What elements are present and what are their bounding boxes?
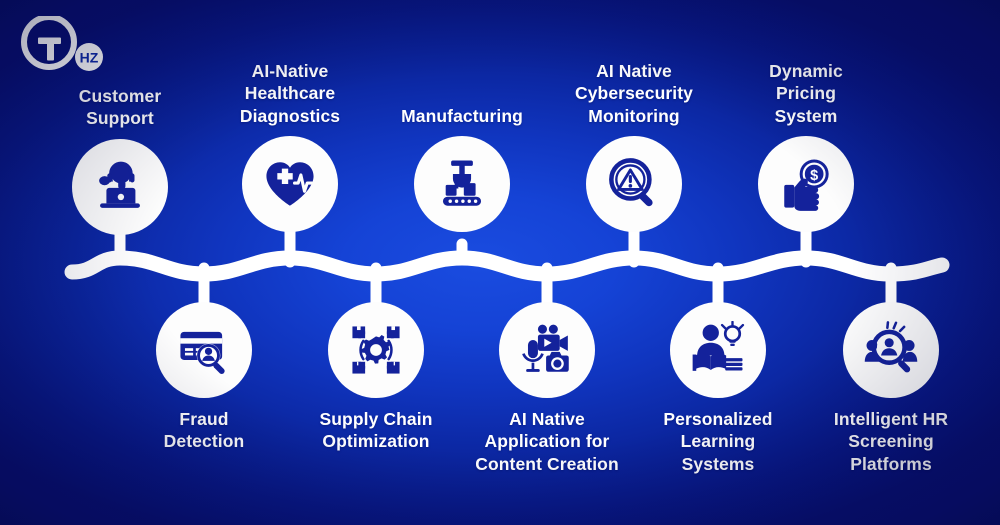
robot-arm-conveyor-icon bbox=[442, 160, 482, 207]
nine-hz-logo-icon: HZ bbox=[21, 14, 103, 71]
node-label: Intelligent HR Screening Platforms bbox=[833, 409, 949, 474]
headset-agent-laptop-icon bbox=[99, 161, 140, 208]
icon-bubble[interactable] bbox=[414, 136, 510, 233]
icon-bubble[interactable] bbox=[586, 136, 682, 233]
svg-text:$: $ bbox=[810, 168, 818, 184]
node-cybersecurity-monitoring[interactable]: AI Native Cybersecurity Monitoring bbox=[534, 60, 734, 233]
hand-dollar-coin-icon: $ bbox=[784, 159, 829, 211]
node-label: Personalized Learning Systems bbox=[663, 409, 773, 474]
node-dynamic-pricing-system[interactable]: Dynamic Pricing System $ bbox=[706, 60, 906, 233]
icon-bubble[interactable] bbox=[328, 302, 424, 398]
node-supply-chain-optimization[interactable]: Supply Chain Optimization bbox=[276, 302, 476, 453]
person-magnifier-icon bbox=[864, 321, 918, 373]
node-personalized-learning-systems[interactable]: Personalized Learning Systems bbox=[618, 302, 818, 475]
node-healthcare-diagnostics[interactable]: AI-Native Healthcare Diagnostics bbox=[190, 60, 390, 233]
video-mic-camera-icon bbox=[522, 324, 569, 372]
node-manufacturing[interactable]: Manufacturing bbox=[362, 105, 562, 233]
node-label: AI Native Cybersecurity Monitoring bbox=[574, 61, 694, 126]
node-label: Supply Chain Optimization bbox=[319, 409, 433, 452]
brand-logo[interactable]: HZ bbox=[16, 14, 112, 74]
icon-bubble[interactable] bbox=[670, 302, 766, 398]
icon-bubble[interactable] bbox=[843, 302, 939, 398]
icon-bubble[interactable] bbox=[72, 138, 168, 235]
node-fraud-detection[interactable]: Fraud Detection bbox=[104, 302, 304, 453]
magnifier-warning-icon bbox=[609, 158, 653, 207]
icon-bubble[interactable] bbox=[499, 302, 595, 398]
node-label: Fraud Detection bbox=[163, 409, 245, 452]
node-content-creation[interactable]: AI Native Application for Content Creati… bbox=[447, 302, 647, 475]
gear-boxes-icon bbox=[352, 326, 400, 374]
node-label: Customer Support bbox=[78, 86, 162, 129]
node-label: Dynamic Pricing System bbox=[769, 61, 843, 126]
heart-pulse-cross-icon bbox=[266, 162, 314, 206]
node-hr-screening-platforms[interactable]: Intelligent HR Screening Platforms bbox=[791, 302, 991, 475]
credit-card-magnifier-icon bbox=[180, 331, 225, 374]
svg-text:HZ: HZ bbox=[80, 50, 99, 66]
node-label: Manufacturing bbox=[401, 106, 523, 126]
icon-bubble[interactable] bbox=[156, 302, 252, 398]
node-label: AI Native Application for Content Creati… bbox=[475, 409, 619, 474]
reader-book-bulb-icon bbox=[692, 321, 745, 371]
icon-bubble[interactable]: $ bbox=[758, 136, 854, 233]
icon-bubble[interactable] bbox=[242, 136, 338, 233]
node-label: AI-Native Healthcare Diagnostics bbox=[239, 61, 341, 126]
